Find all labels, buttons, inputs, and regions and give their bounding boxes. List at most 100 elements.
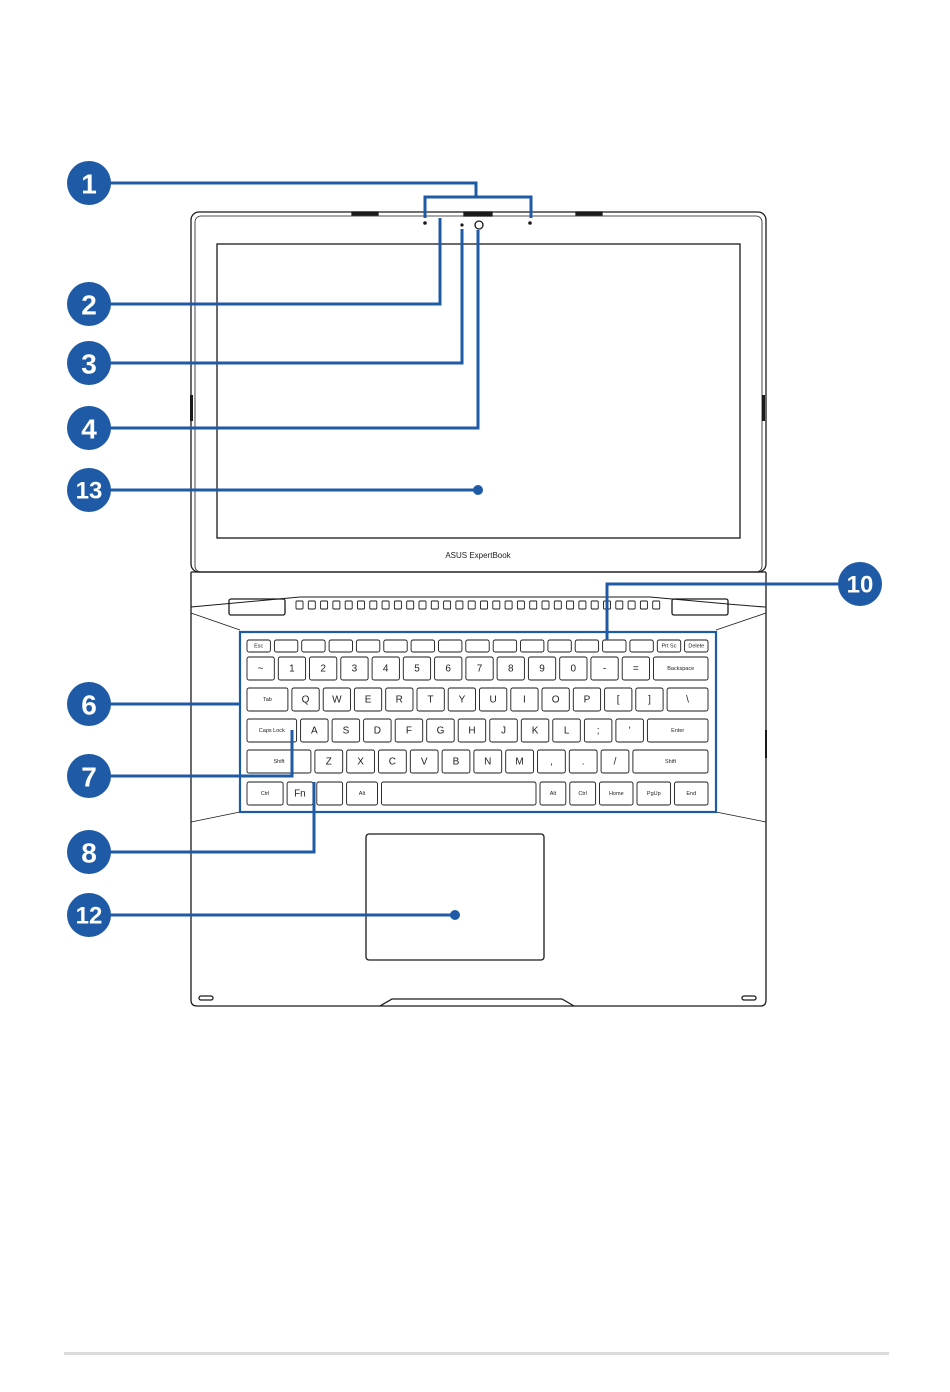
keyboard-key: T bbox=[417, 688, 444, 711]
key-label: I bbox=[523, 695, 526, 706]
front-notch bbox=[380, 999, 574, 1006]
vent-slot bbox=[431, 601, 438, 609]
key-label: X bbox=[357, 757, 364, 768]
callout-4: 4 bbox=[67, 406, 111, 450]
key-label: G bbox=[437, 726, 445, 737]
callout-7-number: 7 bbox=[81, 762, 97, 793]
key-label: 0 bbox=[571, 664, 577, 675]
keyboard-key: S bbox=[332, 719, 360, 742]
keyboard-key: R bbox=[386, 688, 413, 711]
keyboard-key: Home bbox=[600, 782, 634, 805]
callout-6-number: 6 bbox=[81, 690, 97, 721]
foot-left bbox=[199, 996, 213, 1000]
key-label: 7 bbox=[477, 664, 483, 675]
callout-3: 3 bbox=[67, 341, 111, 385]
leader-7 bbox=[106, 730, 292, 776]
keyboard-key: Esc bbox=[247, 640, 270, 652]
callout-8-number: 8 bbox=[81, 838, 97, 869]
keyboard-key: L bbox=[553, 719, 581, 742]
vent-slot bbox=[296, 601, 303, 609]
keyboard-key bbox=[466, 640, 489, 652]
keyboard-key: 2 bbox=[310, 657, 337, 680]
keyboard-key: K bbox=[521, 719, 549, 742]
callout-1-number: 1 bbox=[81, 169, 97, 200]
key-label: Shift bbox=[665, 759, 676, 765]
vent-slot bbox=[382, 601, 389, 609]
keyboard-key: 6 bbox=[435, 657, 462, 680]
keyboard-key: - bbox=[591, 657, 618, 680]
callout-3-number: 3 bbox=[81, 349, 97, 380]
leader-4 bbox=[106, 230, 478, 428]
lid-vent-right bbox=[576, 212, 602, 215]
key-label: C bbox=[389, 757, 396, 768]
keyboard-key: 7 bbox=[466, 657, 493, 680]
keyboard-key bbox=[317, 782, 343, 805]
key-label: Shift bbox=[273, 759, 284, 765]
keyboard-key: H bbox=[458, 719, 486, 742]
key-cap bbox=[317, 782, 343, 805]
key-label: ] bbox=[648, 695, 651, 706]
key-label: Ctrl bbox=[261, 791, 270, 797]
keyboard-key: ~ bbox=[247, 657, 274, 680]
camera-lens bbox=[475, 221, 483, 229]
touchpad bbox=[366, 834, 544, 960]
leader-13-dot bbox=[473, 485, 483, 495]
key-cap bbox=[466, 640, 489, 652]
laptop-base bbox=[191, 572, 767, 1006]
key-cap bbox=[548, 640, 571, 652]
callout-13: 13 bbox=[67, 468, 111, 512]
callout-1: 1 bbox=[67, 161, 111, 205]
lid-vent-left bbox=[352, 212, 378, 215]
key-cap bbox=[382, 782, 537, 805]
key-label: T bbox=[428, 695, 434, 706]
vent-slot bbox=[481, 601, 488, 609]
keyboard-key: G bbox=[427, 719, 455, 742]
keyboard-key: Prt Sc bbox=[657, 640, 680, 652]
callout-7: 7 bbox=[67, 754, 111, 798]
key-label: F bbox=[406, 726, 412, 737]
key-cap bbox=[384, 640, 407, 652]
key-label: H bbox=[468, 726, 475, 737]
key-label: 1 bbox=[289, 664, 295, 675]
keyboard-key: I bbox=[511, 688, 538, 711]
key-label: = bbox=[633, 664, 639, 675]
leader-1 bbox=[106, 183, 476, 197]
key-label: ~ bbox=[258, 664, 264, 675]
keyboard-key: ] bbox=[636, 688, 663, 711]
callout-13-number: 13 bbox=[76, 478, 103, 505]
key-label: U bbox=[489, 695, 496, 706]
keyboard-key: 1 bbox=[278, 657, 305, 680]
keyboard-key: Ctrl bbox=[570, 782, 596, 805]
lid-side-right bbox=[762, 395, 765, 421]
keyboard-key: O bbox=[542, 688, 569, 711]
key-label: V bbox=[421, 757, 428, 768]
keyboard-key: Ctrl bbox=[247, 782, 283, 805]
keyboard-key: P bbox=[573, 688, 600, 711]
keyboard-key: M bbox=[506, 750, 534, 773]
keyboard-key: = bbox=[622, 657, 649, 680]
keyboard-key: ' bbox=[616, 719, 644, 742]
vent-slot bbox=[345, 601, 352, 609]
keyboard-key: Shift bbox=[633, 750, 708, 773]
callout-6: 6 bbox=[67, 682, 111, 726]
key-label: / bbox=[614, 757, 617, 768]
camera-indicator bbox=[460, 223, 463, 226]
keyboard-key bbox=[521, 640, 544, 652]
key-cap bbox=[329, 640, 352, 652]
keyboard-key bbox=[382, 782, 537, 805]
key-label: Ctrl bbox=[578, 791, 587, 797]
brand-label: ASUS ExpertBook bbox=[445, 551, 511, 560]
key-label: R bbox=[396, 695, 403, 706]
key-label: K bbox=[532, 726, 539, 737]
key-cap bbox=[302, 640, 325, 652]
key-label: Esc bbox=[254, 644, 263, 650]
keyboard-key: 3 bbox=[341, 657, 368, 680]
key-label: O bbox=[552, 695, 560, 706]
vent-slot bbox=[321, 601, 328, 609]
keyboard-key: E bbox=[354, 688, 381, 711]
key-label: Y bbox=[459, 695, 466, 706]
key-label: M bbox=[515, 757, 523, 768]
key-label: J bbox=[501, 726, 506, 737]
keyboard-key: Shift bbox=[247, 750, 311, 773]
